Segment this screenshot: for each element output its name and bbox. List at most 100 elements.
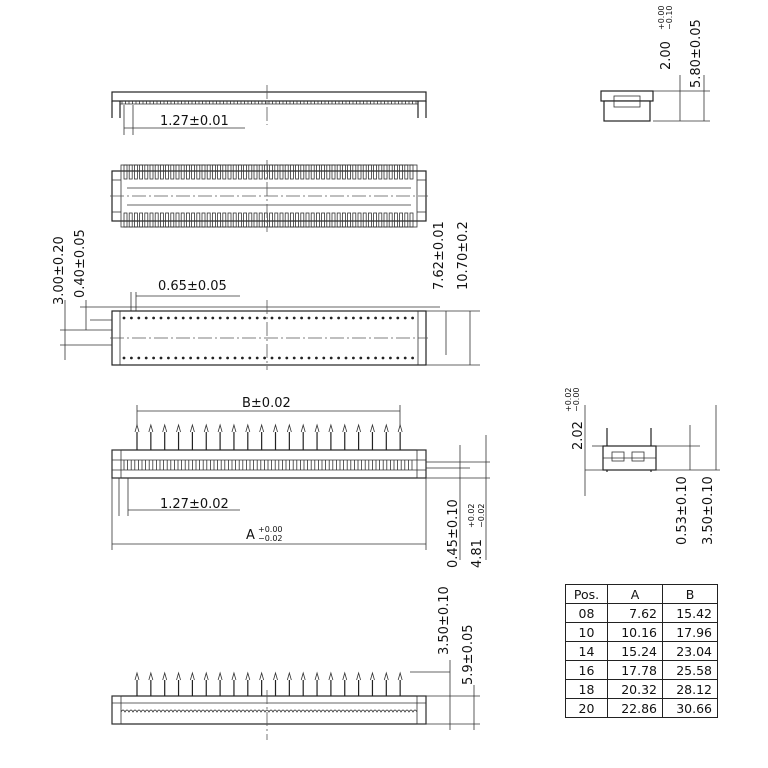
contact-tooth xyxy=(180,212,185,228)
pin-tip xyxy=(176,671,181,681)
table-cell-pos: 10 xyxy=(565,622,608,642)
pad-dot xyxy=(152,356,156,360)
pad-dot xyxy=(329,356,333,360)
contact-tooth xyxy=(217,164,222,180)
side-height-2-label: 5.80±0.05 xyxy=(689,19,704,88)
pad-dot xyxy=(241,356,244,360)
pin-tip xyxy=(259,423,265,433)
profile-dim-2-label: 3.50±0.10 xyxy=(701,476,716,545)
table-cell-a: 15.24 xyxy=(607,641,663,661)
pin-tip xyxy=(286,671,292,681)
contact-tooth xyxy=(139,164,144,180)
pad-dot xyxy=(152,316,156,320)
table-cell-a: 22.86 xyxy=(607,698,663,718)
pin-tip xyxy=(190,423,195,433)
contact-tooth xyxy=(243,164,248,180)
side-dim-2-tol-up: +0.02 xyxy=(467,503,476,528)
table-header-b: B xyxy=(662,584,718,604)
table-cell-b: 15.42 xyxy=(662,603,718,623)
pad-dot xyxy=(255,316,259,320)
a-tol-dn: −0.02 xyxy=(258,534,283,543)
pad-dot xyxy=(396,316,400,320)
contact-tooth xyxy=(295,164,300,180)
pin-tip xyxy=(245,423,251,433)
pad-dot xyxy=(403,316,407,320)
pad-dot xyxy=(359,356,363,360)
pad-dot xyxy=(352,356,355,360)
table-cell-a: 20.32 xyxy=(607,679,663,699)
contact-tooth xyxy=(211,164,216,180)
pad-dot xyxy=(374,356,377,360)
pad-dot xyxy=(359,316,363,320)
contact-tooth xyxy=(154,212,159,228)
pin-tip xyxy=(273,671,278,681)
contact-tooth xyxy=(274,212,279,228)
pad-dot xyxy=(167,356,170,360)
pad-dot xyxy=(337,356,340,360)
contact-tooth xyxy=(352,164,357,180)
contact-tooth xyxy=(362,212,367,228)
pad-dot xyxy=(233,356,237,360)
pin-tip xyxy=(231,671,237,681)
pad-dot xyxy=(344,316,348,320)
contact-tooth xyxy=(404,164,409,180)
position-table: Pos. A B 08 7.62 15.42 10 10.16 17.96 14… xyxy=(565,584,718,718)
pad-dot xyxy=(307,316,311,320)
pin-tip xyxy=(328,671,334,681)
pad-dot xyxy=(278,356,281,360)
pin-tip xyxy=(203,423,209,433)
contact-tooth xyxy=(321,164,326,180)
pin-tip xyxy=(203,671,209,681)
contact-tooth xyxy=(248,212,253,228)
contact-tooth xyxy=(206,212,211,228)
pad-dot xyxy=(411,356,414,360)
contact-tooth xyxy=(159,164,164,180)
table-cell-a: 17.78 xyxy=(607,660,663,680)
pad-dot xyxy=(255,356,259,360)
pcb-footprint-view: 0.65±0.05 3.00±0.20 0.40±0.05 7.62±0.01 … xyxy=(52,221,480,370)
pin-tip xyxy=(314,423,320,433)
pitch-2-label: 1.27±0.02 xyxy=(160,497,229,512)
pad-dot xyxy=(270,356,274,360)
pin-tip xyxy=(397,423,403,433)
pad-dot xyxy=(403,356,407,360)
pad-dot xyxy=(263,356,266,360)
pad-dot xyxy=(204,316,207,320)
pin-tip xyxy=(370,671,375,681)
pin-tip xyxy=(328,423,334,433)
contact-tooth xyxy=(149,164,154,180)
contact-tooth xyxy=(274,164,279,180)
pad-dot xyxy=(322,356,326,360)
contact-tooth xyxy=(352,212,357,228)
pad-dot xyxy=(159,356,163,360)
pin-tip xyxy=(259,671,265,681)
pcb-height-2-label: 0.40±0.05 xyxy=(73,229,88,298)
contact-tooth xyxy=(289,164,294,180)
contact-tooth xyxy=(310,212,315,228)
pcb-height-1-label: 3.00±0.20 xyxy=(52,236,67,305)
contact-tooth xyxy=(315,212,320,228)
pin-tip xyxy=(231,423,237,433)
contact-tooth xyxy=(279,164,284,180)
contact-tooth xyxy=(196,212,201,228)
contact-tooth xyxy=(133,212,138,228)
contact-tooth xyxy=(211,212,216,228)
side-height-1-tol-dn: −0.10 xyxy=(665,5,674,30)
table-header-pos: Pos. xyxy=(565,584,608,604)
pad-dot xyxy=(322,316,326,320)
pad-dot xyxy=(204,356,207,360)
side-height-1-label: 2.00 xyxy=(659,41,674,70)
table-header-a: A xyxy=(607,584,663,604)
contact-tooth xyxy=(295,212,300,228)
contact-tooth xyxy=(139,212,144,228)
contact-tooth xyxy=(191,212,196,228)
table-row: 16 17.78 25.58 xyxy=(565,660,718,680)
contact-tooth xyxy=(284,212,289,228)
pad-dot xyxy=(396,356,400,360)
pad-dot xyxy=(337,316,340,320)
pad-dot xyxy=(263,316,266,320)
side-height-1-tol-up: +0.00 xyxy=(657,5,666,30)
contact-tooth xyxy=(347,212,352,228)
pad-dot xyxy=(329,316,333,320)
contact-tooth xyxy=(305,164,310,180)
